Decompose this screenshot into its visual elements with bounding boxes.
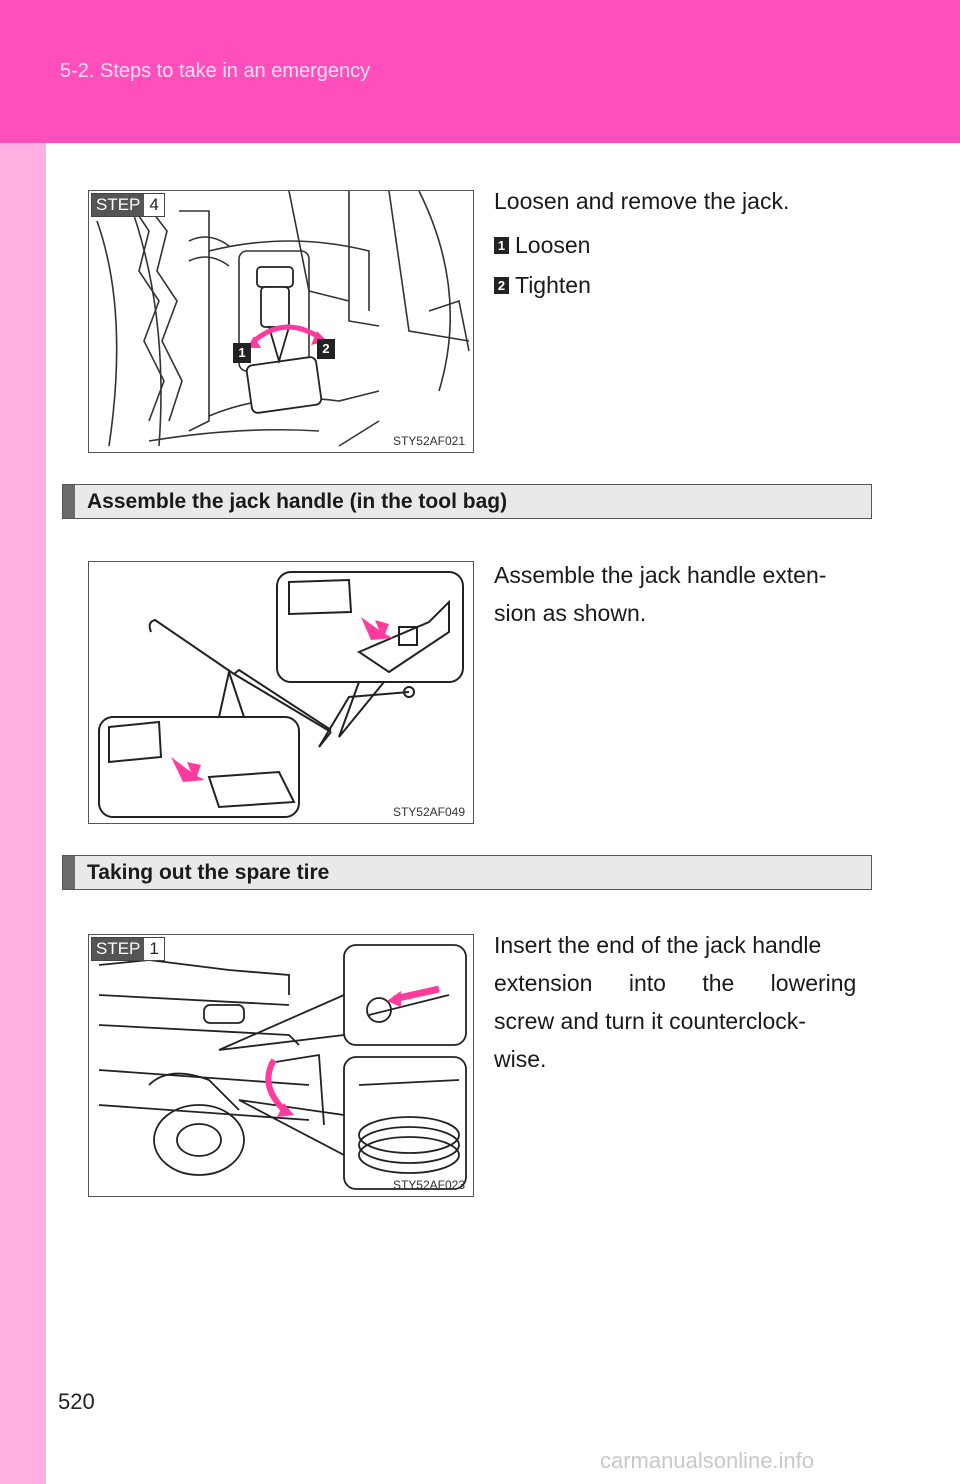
step-badge: STEP 1: [91, 937, 165, 961]
heading-spare-tire: Taking out the spare tire: [62, 855, 872, 890]
callout-1: 1: [233, 343, 251, 363]
heading-text: Taking out the spare tire: [87, 860, 330, 884]
spare-tire-instruction: Insert the end of the jack handle extens…: [494, 926, 864, 1078]
heading-text: Assemble the jack handle (in the tool ba…: [87, 489, 508, 513]
header-band: [0, 0, 960, 143]
jack-removal-illustration: [96, 191, 470, 447]
figure-code: STY52AF023: [392, 1178, 465, 1192]
figure-code: STY52AF049: [392, 805, 465, 819]
legend-number: 1: [494, 237, 509, 254]
legend-tighten: 2 Tighten: [494, 272, 591, 299]
jack-handle-figure: STY52AF049: [88, 561, 474, 824]
legend-loosen: 1 Loosen: [494, 232, 590, 259]
spare-tire-illustration: [98, 944, 467, 1190]
text-line: screw and turn it counterclock-: [494, 1008, 806, 1034]
jack-handle-instruction: Assemble the jack handle exten- sion as …: [494, 556, 864, 632]
text-line: wise.: [494, 1046, 547, 1072]
jack-removal-figure: STEP 4 1 2 STY52AF021: [88, 190, 474, 453]
legend-label: Tighten: [515, 272, 591, 298]
callout-2: 2: [317, 339, 335, 359]
figure-code: STY52AF021: [392, 434, 465, 448]
text-line: sion as shown.: [494, 600, 647, 626]
text-line: extension into the lowering: [494, 970, 857, 996]
heading-marker: [63, 856, 75, 889]
step-number: 4: [144, 194, 164, 216]
heading-marker: [63, 485, 75, 518]
section-title: 5-2. Steps to take in an emergency: [60, 60, 371, 82]
step-label: STEP: [92, 194, 145, 216]
jack-handle-illustration: [98, 571, 464, 818]
page-number: 520: [58, 1389, 95, 1414]
legend-label: Loosen: [515, 232, 591, 258]
text-line: Insert the end of the jack handle: [494, 932, 822, 958]
step-label: STEP: [92, 938, 145, 960]
footer-watermark: carmanualsonline.info: [600, 1448, 815, 1473]
left-margin-strip: [0, 143, 46, 1484]
legend-number: 2: [494, 277, 509, 294]
step-badge: STEP 4: [91, 193, 165, 217]
text-line: Assemble the jack handle exten-: [494, 562, 827, 588]
step4-instruction: Loosen and remove the jack.: [494, 188, 790, 214]
heading-jack-handle: Assemble the jack handle (in the tool ba…: [62, 484, 872, 519]
spare-tire-figure: STEP 1 STY52AF023: [88, 934, 474, 1197]
step-number: 1: [144, 938, 164, 960]
